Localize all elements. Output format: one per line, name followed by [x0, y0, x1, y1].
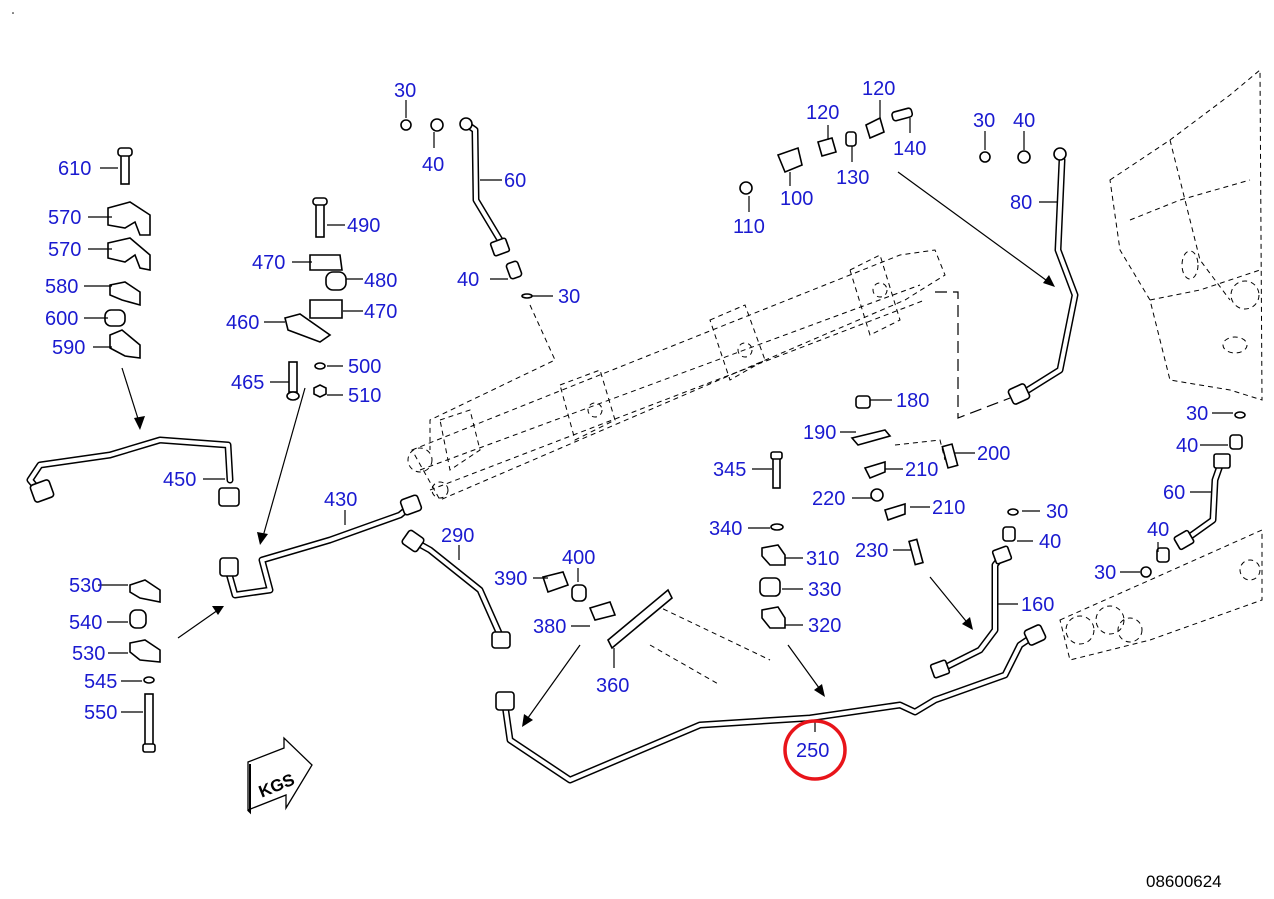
callout-120[interactable]: 120 — [862, 78, 895, 100]
callout-40[interactable]: 40 — [1176, 435, 1198, 457]
callout-80[interactable]: 80 — [1010, 192, 1032, 214]
callout-110[interactable]: 110 — [733, 216, 765, 238]
callout-40[interactable]: 40 — [1013, 110, 1035, 132]
callout-530[interactable]: 530 — [72, 643, 105, 665]
callout-450[interactable]: 450 — [163, 469, 196, 491]
pipe-60-upper — [459, 117, 511, 257]
callout-230[interactable]: 230 — [855, 540, 888, 562]
callout-40[interactable]: 40 — [457, 269, 479, 291]
callout-465[interactable]: 465 — [231, 372, 264, 394]
callout-530[interactable]: 530 — [69, 575, 102, 597]
hardware — [104, 107, 1246, 753]
callout-250-highlighted[interactable]: 250 — [796, 740, 829, 762]
callout-610[interactable]: 610 — [58, 158, 91, 180]
callout-570[interactable]: 570 — [48, 207, 81, 229]
callout-30[interactable]: 30 — [394, 80, 416, 102]
callout-430[interactable]: 430 — [324, 489, 357, 511]
injector-rail-phantom — [1059, 529, 1263, 661]
callout-30[interactable]: 30 — [973, 110, 995, 132]
callout-590[interactable]: 590 — [52, 337, 85, 359]
callout-470[interactable]: 470 — [364, 301, 397, 323]
callout-470[interactable]: 470 — [252, 252, 285, 274]
callout-540[interactable]: 540 — [69, 612, 102, 634]
callout-345[interactable]: 345 — [713, 459, 746, 481]
callout-340[interactable]: 340 — [709, 518, 742, 540]
leader-lines — [84, 100, 1233, 732]
callout-60[interactable]: 60 — [504, 170, 526, 192]
callout-210[interactable]: 210 — [905, 459, 938, 481]
callout-30[interactable]: 30 — [1186, 403, 1208, 425]
callout-190[interactable]: 190 — [803, 422, 836, 444]
callout-600[interactable]: 600 — [45, 308, 78, 330]
callout-40[interactable]: 40 — [1039, 531, 1061, 553]
callout-510[interactable]: 510 — [348, 385, 381, 407]
callout-310[interactable]: 310 — [806, 548, 839, 570]
kgs-direction-arrow: KGS — [247, 736, 313, 815]
callout-30[interactable]: 30 — [1094, 562, 1116, 584]
callout-130[interactable]: 130 — [836, 167, 869, 189]
callout-30[interactable]: 30 — [1046, 501, 1068, 523]
callout-40[interactable]: 40 — [1147, 519, 1169, 541]
callout-290[interactable]: 290 — [441, 525, 474, 547]
callout-570[interactable]: 570 — [48, 239, 81, 261]
engine-block-phantom — [1109, 68, 1263, 401]
callout-480[interactable]: 480 — [364, 270, 397, 292]
pipe-430 — [219, 494, 423, 599]
callout-210[interactable]: 210 — [932, 497, 965, 519]
callout-180[interactable]: 180 — [896, 390, 929, 412]
callout-120[interactable]: 120 — [806, 102, 839, 124]
callout-60[interactable]: 60 — [1163, 482, 1185, 504]
highlight-ring — [783, 719, 847, 781]
callout-labels: 610 570 570 580 600 590 490 470 480 470 … — [45, 78, 1208, 781]
callout-320[interactable]: 320 — [808, 615, 841, 637]
pipe-60-lower — [1173, 453, 1231, 551]
callout-360[interactable]: 360 — [596, 675, 629, 697]
pipe-80 — [1007, 147, 1079, 405]
corner-mark — [12, 12, 14, 14]
callout-380[interactable]: 380 — [533, 616, 566, 638]
callout-580[interactable]: 580 — [45, 276, 78, 298]
callout-550[interactable]: 550 — [84, 702, 117, 724]
callout-40[interactable]: 40 — [422, 154, 444, 176]
callout-100[interactable]: 100 — [780, 188, 813, 210]
callout-220[interactable]: 220 — [812, 488, 845, 510]
pipe-290 — [401, 529, 511, 649]
pipe-450 — [26, 436, 240, 507]
callout-390[interactable]: 390 — [494, 568, 527, 590]
callout-330[interactable]: 330 — [808, 579, 841, 601]
callout-490[interactable]: 490 — [347, 215, 380, 237]
drawing-number: 08600624 — [1146, 872, 1222, 891]
callout-545[interactable]: 545 — [84, 671, 117, 693]
callout-30[interactable]: 30 — [558, 286, 580, 308]
callout-500[interactable]: 500 — [348, 356, 381, 378]
callout-160[interactable]: 160 — [1021, 594, 1054, 616]
pipe-160 — [929, 545, 1013, 679]
callout-140[interactable]: 140 — [893, 138, 926, 160]
callout-460[interactable]: 460 — [226, 312, 259, 334]
callout-400[interactable]: 400 — [562, 547, 595, 569]
assembly-arrows — [121, 171, 1055, 727]
pipe-250 — [495, 624, 1047, 784]
injection-pump-phantom — [407, 249, 946, 501]
callout-200[interactable]: 200 — [977, 443, 1010, 465]
